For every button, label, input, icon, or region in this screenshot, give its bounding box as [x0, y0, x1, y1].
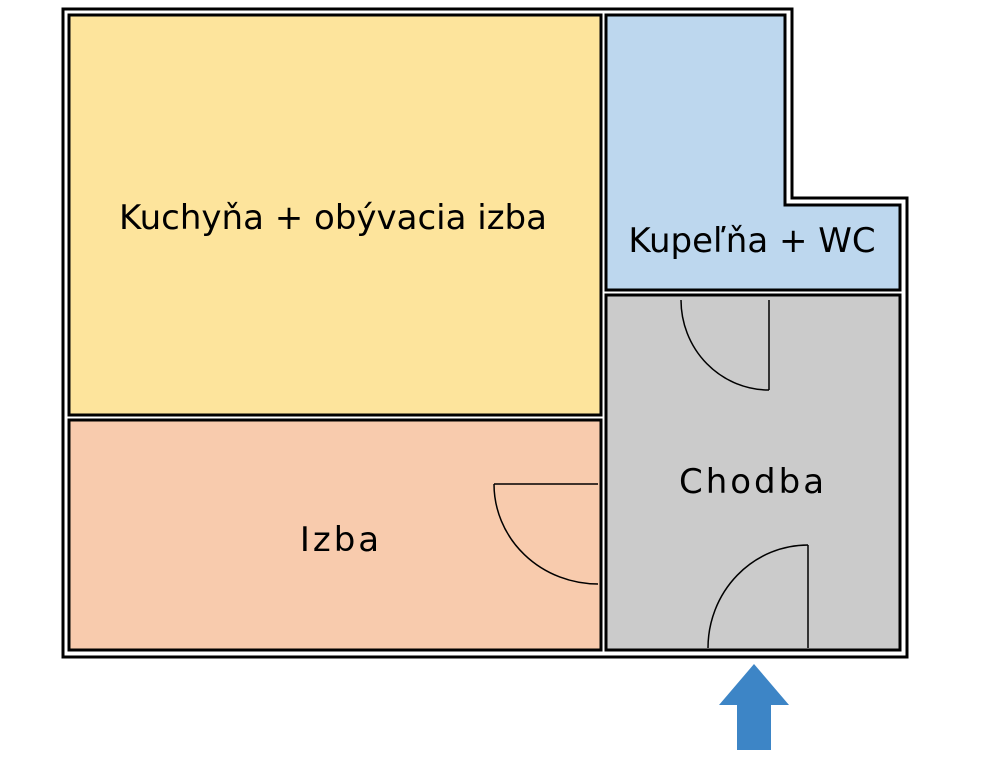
- room-label-kitchen-living: Kuchyňa + obývacia izba: [119, 198, 547, 238]
- room-label-bathroom: Kupeľňa + WC: [628, 221, 875, 261]
- door-bathroom: [680, 299, 770, 391]
- arrow-up-icon: [719, 664, 789, 750]
- room-bedroom[interactable]: [67, 418, 603, 652]
- room-bathroom[interactable]: [604, 13, 902, 292]
- door-entrance: [707, 544, 809, 649]
- door-bedroom: [493, 483, 599, 585]
- room-label-hallway: Chodba: [679, 462, 827, 502]
- room-kitchen-living[interactable]: [67, 13, 603, 417]
- room-hallway[interactable]: [604, 293, 902, 652]
- room-label-bedroom: Izba: [300, 520, 382, 560]
